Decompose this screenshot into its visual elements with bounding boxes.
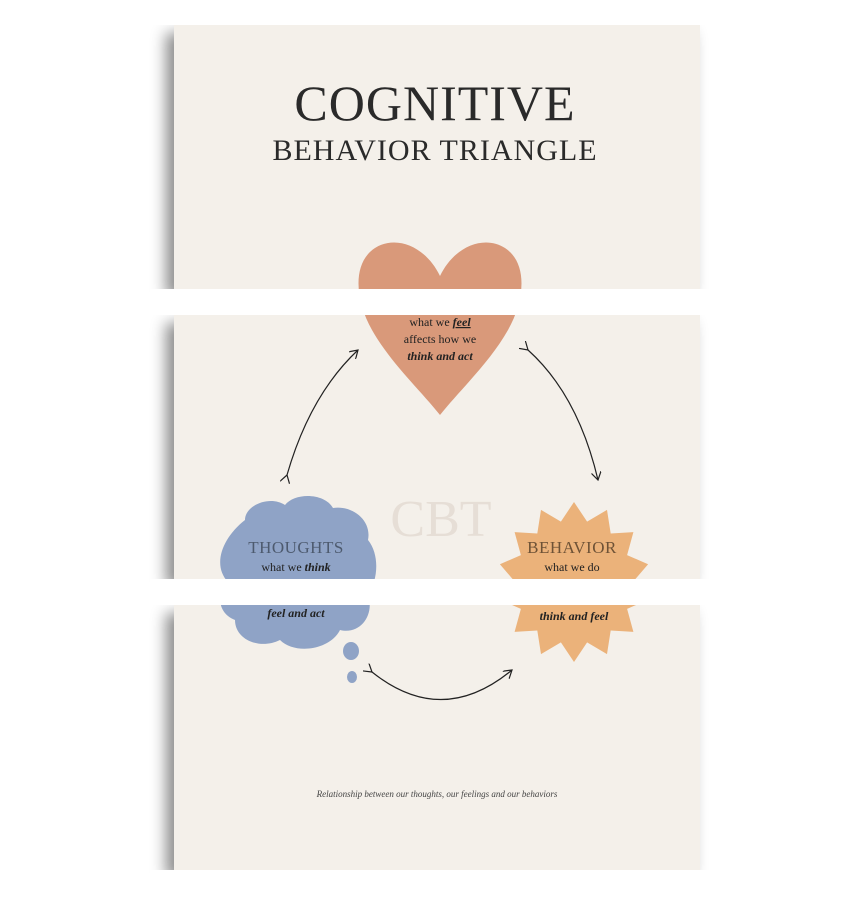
bottom-margin [150,870,730,900]
thoughts-line3: feel and act [267,606,325,620]
arrow-thoughts-behavior [372,670,512,701]
feelings-line2: affects how we [404,332,476,346]
thought-cloud-icon [220,495,377,683]
caption: Relationship between our thoughts, our f… [316,789,558,799]
title-line1: COGNITIVE [294,75,575,131]
behavior-line1: what we do [544,560,599,574]
feelings-line1: what we feel [409,315,471,329]
top-margin [150,0,730,25]
title-line2: BEHAVIOR TRIANGLE [272,134,597,167]
thoughts-line1: what we think [261,560,330,574]
canvas-background [174,25,700,870]
feelings-line3: think and act [407,349,473,363]
arrow-thoughts-feelings [287,350,358,475]
cbt-label: CBT [390,491,491,548]
heart-icon [358,242,522,415]
panel-gap-1 [150,289,730,315]
panel-gap-2 [150,579,730,605]
thoughts-heading: THOUGHTS [248,538,344,557]
behavior-line3: think and feel [540,609,609,623]
arrow-feelings-behavior [528,350,598,480]
behavior-heading: BEHAVIOR [527,538,617,557]
